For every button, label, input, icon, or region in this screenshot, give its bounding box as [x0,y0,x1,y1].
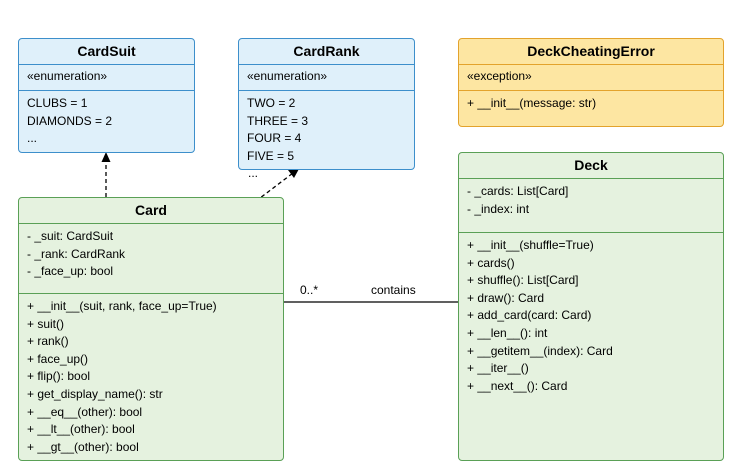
method: + face_up() [27,351,89,366]
method: + __next__(): Card [467,378,568,393]
method: + __lt__(other): bool [27,422,135,437]
attribute: - _rank: CardRank [27,246,126,261]
methods-section: + __init__(shuffle=True) + cards() + shu… [459,233,723,399]
method: + draw(): Card [467,290,545,305]
attribute: - _cards: List[Card] [467,184,569,198]
method: + add_card(card: Card) [467,308,592,323]
method: + __init__(suit, rank, face_up=True) [27,299,217,313]
enum-value: TWO = 2 [247,96,296,110]
class-name: Deck [459,153,723,179]
methods-section: + __init__(suit, rank, face_up=True) + s… [19,294,283,460]
values-section: TWO = 2 THREE = 3 FOUR = 4 FIVE = 5 [239,91,414,169]
cardsuit-arrowhead [101,152,111,162]
enum-value: FIVE = 5 [247,148,295,163]
method: + cards() [467,255,515,270]
attribute: - _face_up: bool [27,264,114,279]
values-section: CLUBS = 1 DIAMONDS = 2 ... [19,91,194,152]
attributes-section: - _suit: CardSuit - _rank: CardRank - _f… [19,224,283,294]
stereotype: «enumeration» [27,69,108,83]
stereotype-section: «enumeration» [239,65,414,91]
class-name: DeckCheatingError [459,39,723,65]
association-label: contains [371,283,416,297]
method: + __gt__(other): bool [27,439,139,454]
stereotype: «enumeration» [247,69,328,83]
card-cardrank-dependency [238,172,294,215]
enum-value: ... [27,131,38,146]
multiplicity-label: 0..* [300,283,319,297]
enum-value: CLUBS = 1 [27,96,88,110]
class-name: Card [19,198,283,224]
method: + shuffle(): List[Card] [467,273,579,288]
deckcheatingerror-class[interactable]: DeckCheatingError «exception» + __init__… [458,38,724,127]
attribute: - _index: int [467,201,530,216]
method: + __getitem__(index): Card [467,343,613,358]
method: + flip(): bool [27,369,91,384]
attributes-section: - _cards: List[Card] - _index: int [459,179,723,233]
method: + suit() [27,316,65,331]
enum-value: FOUR = 4 [247,131,302,146]
enum-value: THREE = 3 [247,113,309,128]
enum-value: DIAMONDS = 2 [27,113,113,128]
stereotype: «exception» [467,69,532,83]
class-name: CardRank [239,39,414,65]
method: + get_display_name(): str [27,386,163,401]
method: + __init__(message: str) [467,96,597,110]
method: + rank() [27,334,69,349]
method: + __init__(shuffle=True) [467,238,594,252]
enum-value-overflow: ... [248,166,259,180]
attribute: - _suit: CardSuit [27,229,114,243]
cardsuit-class[interactable]: CardSuit «enumeration» CLUBS = 1 DIAMOND… [18,38,195,153]
method: + __eq__(other): bool [27,404,143,419]
methods-section: + __init__(message: str) [459,91,723,117]
method: + __iter__() [467,361,529,376]
method: + __len__(): int [467,325,548,340]
class-name: CardSuit [19,39,194,65]
stereotype-section: «enumeration» [19,65,194,91]
stereotype-section: «exception» [459,65,723,91]
deck-class[interactable]: Deck - _cards: List[Card] - _index: int … [458,152,724,461]
card-class[interactable]: Card - _suit: CardSuit - _rank: CardRank… [18,197,284,461]
cardrank-class[interactable]: CardRank «enumeration» TWO = 2 THREE = 3… [238,38,415,170]
